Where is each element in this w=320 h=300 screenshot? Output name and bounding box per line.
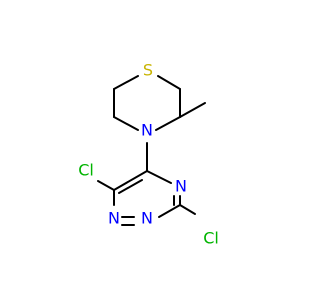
- bond-c3-cl: [179, 204, 196, 215]
- bond-c5-c6: [113, 170, 148, 191]
- sulfur-atom: S: [143, 61, 153, 80]
- chlorine-atom-left: Cl: [78, 161, 94, 180]
- bond-c5-n4: [146, 170, 172, 184]
- bond-c5-c6-double: [118, 179, 143, 194]
- triazine-nitrogen-right: N: [175, 177, 187, 196]
- bond-c-n-left: [113, 116, 139, 131]
- bond-s-c-left: [113, 75, 139, 90]
- bond-c6-cl: [97, 180, 115, 191]
- triazine-nitrogen-bottom-left: N: [108, 209, 120, 228]
- chlorine-atom-right: Cl: [203, 229, 219, 248]
- morpholine-nitrogen-atom: N: [141, 121, 153, 140]
- bond-c-n-right: [155, 116, 181, 131]
- atom-labels: S N Cl N Cl N N: [78, 61, 219, 248]
- bond-s-c-right: [157, 75, 181, 90]
- bonds: [97, 75, 206, 226]
- bond-n2-c3: [158, 204, 181, 218]
- bond-methyl: [179, 102, 206, 118]
- triazine-nitrogen-bottom-right: N: [141, 209, 153, 228]
- molecule-diagram: S N Cl N Cl N N: [78, 61, 219, 248]
